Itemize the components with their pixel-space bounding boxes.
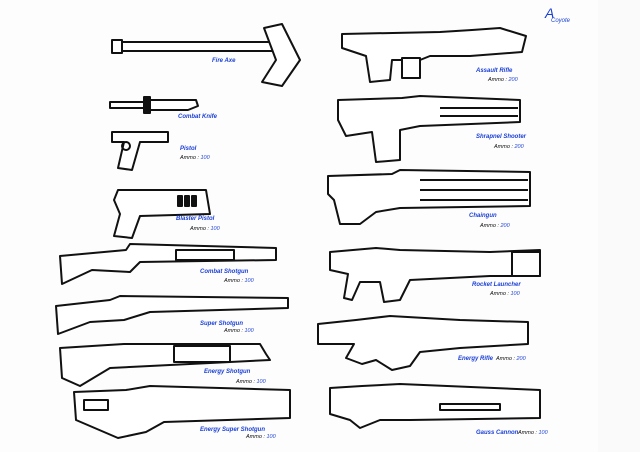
chaingun-label: Chaingun [469, 213, 497, 219]
pistol-label: Pistol [180, 146, 197, 152]
pistol-ammo: Ammo : 100 [180, 155, 210, 161]
shrapnel-shooter-label: Shrapnel Shooter [476, 134, 527, 140]
shrapnel-shooter-drawing [337, 95, 521, 163]
energy-super-shotgun-label: Energy Super Shotgun [200, 427, 266, 433]
combat-shotgun-label: Combat Shotgun [200, 269, 249, 275]
ammo-value: 200 [514, 144, 524, 150]
scan-edge [598, 0, 640, 452]
gauss-cannon-drawing [329, 383, 541, 429]
gauss-cannon-label: Gauss Cannon [476, 430, 519, 436]
combat-knife-drawing [109, 96, 199, 114]
rocket-launcher-label: Rocket Launcher [472, 282, 521, 288]
ammo-label: Ammo : [480, 223, 499, 229]
fire-axe-label: Fire Axe [212, 58, 236, 64]
energy-shotgun-drawing [59, 343, 271, 387]
ammo-value: 100 [510, 291, 520, 297]
energy-rifle-drawing [317, 315, 529, 371]
pistol-drawing [111, 131, 169, 171]
ammo-value: 100 [210, 226, 220, 232]
ammo-value: 200 [516, 356, 526, 362]
super-shotgun-label: Super Shotgun [200, 321, 243, 327]
paper-sheet [0, 0, 598, 452]
super-shotgun-ammo: Ammo : 100 [224, 328, 254, 334]
ammo-label: Ammo : [236, 379, 255, 385]
energy-super-shotgun-drawing [73, 385, 291, 439]
ammo-value: 100 [244, 278, 254, 284]
combat-shotgun-ammo: Ammo : 100 [224, 278, 254, 284]
signature-mark: A [545, 5, 555, 21]
ammo-label: Ammo : [488, 77, 507, 83]
energy-shotgun-label: Energy Shotgun [204, 369, 251, 375]
assault-rifle-label: Assault Rifle [476, 68, 513, 74]
ammo-value: 100 [266, 434, 276, 440]
ammo-value: 100 [538, 430, 548, 436]
blaster-pistol-label: Blaster Pistol [176, 216, 215, 222]
ammo-value: 100 [244, 328, 254, 334]
ammo-value: 100 [256, 379, 266, 385]
assault-rifle-ammo: Ammo : 200 [488, 77, 518, 83]
energy-rifle-ammo: Ammo : 200 [496, 356, 526, 362]
energy-super-shotgun-ammo: Ammo : 100 [246, 434, 276, 440]
ammo-value: 200 [508, 77, 518, 83]
blaster-pistol-drawing [113, 189, 211, 239]
shrapnel-shooter-ammo: Ammo : 200 [494, 144, 524, 150]
ammo-label: Ammo : [496, 356, 515, 362]
energy-shotgun-ammo: Ammo : 100 [236, 379, 266, 385]
energy-rifle-label: Energy Rifle [458, 356, 494, 362]
ammo-label: Ammo : [490, 291, 509, 297]
ammo-label: Ammo : [246, 434, 265, 440]
signature-text: Coyote [551, 18, 571, 24]
blaster-pistol-ammo: Ammo : 100 [190, 226, 220, 232]
chaingun-ammo: Ammo : 200 [480, 223, 510, 229]
combat-shotgun-drawing [59, 243, 277, 285]
ammo-label: Ammo : [190, 226, 209, 232]
ammo-label: Ammo : [224, 278, 243, 284]
ammo-label: Ammo : [494, 144, 513, 150]
ammo-label: Ammo : [224, 328, 243, 334]
fire-axe-drawing [111, 23, 301, 87]
chaingun-drawing [327, 169, 531, 225]
rocket-launcher-ammo: Ammo : 100 [490, 291, 520, 297]
combat-knife-label: Combat Knife [178, 114, 217, 120]
rocket-launcher-drawing [329, 247, 541, 303]
ammo-value: 200 [500, 223, 510, 229]
ammo-label: Ammo : [180, 155, 199, 161]
gauss-cannon-ammo: Ammo : 100 [518, 430, 548, 436]
assault-rifle-drawing [341, 27, 527, 83]
super-shotgun-drawing [55, 295, 289, 335]
ammo-label: Ammo : [518, 430, 537, 436]
ammo-value: 100 [200, 155, 210, 161]
